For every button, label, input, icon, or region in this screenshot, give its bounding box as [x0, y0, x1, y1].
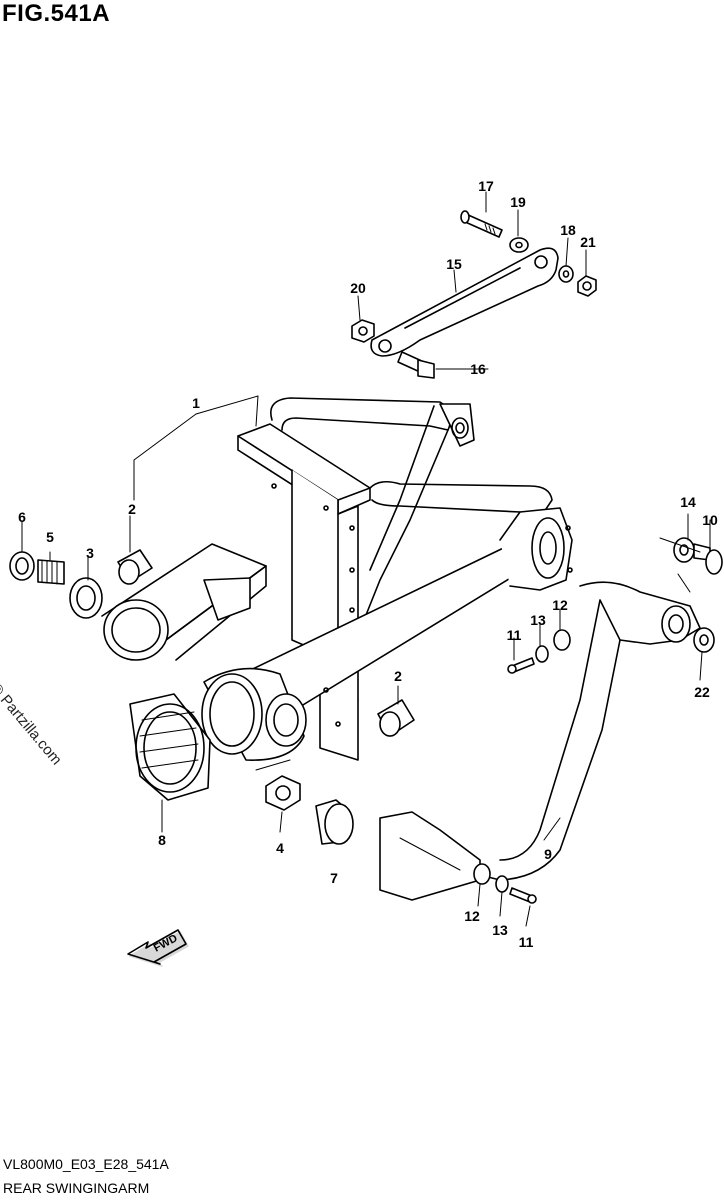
part-3-bearing[interactable] — [70, 578, 102, 618]
callout-9: 9 — [544, 846, 552, 862]
fwd-arrow-icon — [128, 930, 188, 966]
callout-17: 17 — [478, 178, 494, 194]
callout-19: 19 — [510, 194, 526, 210]
part-6-seal[interactable] — [10, 552, 34, 580]
washer-18[interactable] — [559, 266, 573, 282]
part-9-bracket[interactable] — [380, 582, 700, 900]
callout-12-upper: 12 — [552, 597, 568, 613]
part-13-spacer-lower[interactable] — [496, 876, 508, 892]
callout-7: 7 — [330, 870, 338, 886]
part-10-bolt[interactable] — [694, 544, 722, 574]
footer-name: REAR SWINGINGARM — [3, 1180, 150, 1196]
part-12-collar-lower[interactable] — [474, 864, 490, 884]
callout-2-upper: 2 — [128, 501, 136, 517]
part-22-collar[interactable] — [694, 628, 714, 652]
callout-6: 6 — [18, 509, 26, 525]
callout-2-lower: 2 — [394, 668, 402, 684]
callout-11-upper: 11 — [506, 627, 522, 643]
bolt-16[interactable] — [398, 352, 434, 378]
part-13-spacer-upper[interactable] — [536, 646, 548, 662]
part-5-bolt[interactable] — [38, 560, 64, 584]
callout-13-lower: 13 — [492, 922, 508, 938]
nut-21[interactable] — [578, 276, 596, 296]
callout-13-upper: 13 — [530, 612, 546, 628]
washer-19[interactable] — [510, 238, 528, 252]
part-12-collar-upper[interactable] — [554, 630, 570, 650]
torque-link[interactable] — [371, 248, 558, 356]
callout-16: 16 — [470, 361, 486, 377]
part-8-boot[interactable] — [130, 694, 210, 800]
part-2-bushing-upper[interactable] — [118, 550, 152, 584]
callout-5: 5 — [46, 529, 54, 545]
callout-14: 14 — [680, 494, 696, 510]
callout-21: 21 — [580, 234, 596, 250]
part-2-bushing-lower[interactable] — [378, 700, 414, 736]
callout-3: 3 — [86, 545, 94, 561]
part-11-bolt-upper[interactable] — [508, 658, 534, 673]
callout-10: 10 — [702, 512, 718, 528]
callout-4: 4 — [276, 840, 284, 856]
leader-lines — [22, 192, 710, 926]
callout-15: 15 — [446, 256, 462, 272]
part-7-cap[interactable] — [316, 800, 353, 844]
callout-11-lower: 11 — [518, 934, 534, 950]
part-14-collar[interactable] — [674, 538, 694, 562]
swingarm[interactable] — [102, 398, 572, 760]
part-4-nut[interactable] — [266, 776, 300, 810]
callout-18: 18 — [560, 222, 576, 238]
figure-title: FIG.541A — [2, 0, 111, 27]
footer-code: VL800M0_E03_E28_541A — [3, 1156, 169, 1172]
callout-22: 22 — [694, 684, 710, 700]
nut-20[interactable] — [352, 320, 374, 342]
part-11-bolt-lower[interactable] — [510, 888, 536, 903]
callout-20: 20 — [350, 280, 366, 296]
callout-1: 1 — [192, 395, 200, 411]
bolt-17[interactable] — [461, 211, 502, 237]
callout-8: 8 — [158, 832, 166, 848]
callout-12-lower: 12 — [464, 908, 480, 924]
